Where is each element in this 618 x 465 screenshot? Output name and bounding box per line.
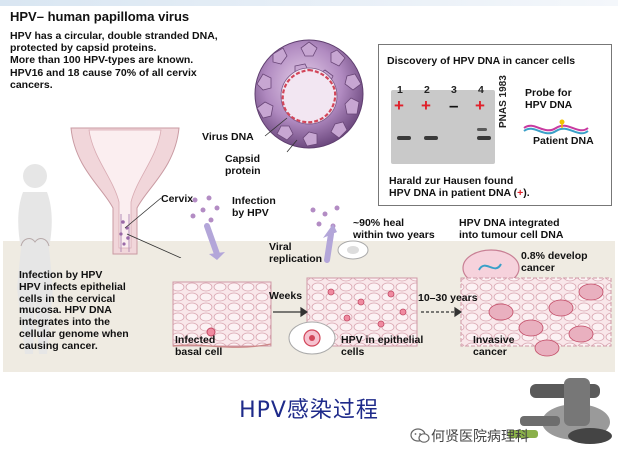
footer-plus: + (517, 187, 524, 199)
cervix-label: Cervix (161, 193, 194, 205)
lane-2-sign: + (421, 96, 431, 115)
lane-1-label: 1 (397, 84, 403, 96)
microscope-icon (508, 378, 612, 444)
virus-dna-label: Virus DNA (202, 131, 254, 143)
healed-cell-bubble (337, 240, 369, 260)
viral-replication-label: Viral replication (269, 241, 323, 265)
patient-dna-label: Patient DNA (533, 135, 594, 147)
probe-dna-icon (523, 119, 589, 135)
probe-label: Probe for HPV DNA (525, 87, 573, 111)
footer-text-pre: HPV DNA in patient DNA ( (389, 187, 518, 199)
virus-illustration (254, 39, 364, 153)
lane-1-sign: + (394, 96, 404, 115)
integrated-label: HPV DNA integrated into tumour cell DNA (459, 217, 564, 241)
discovery-panel (378, 44, 612, 206)
hpv-figure: HPV– human papilloma virus HPV has a cir… (3, 8, 615, 372)
hpv-particles-infection (190, 195, 225, 260)
lane-3-label: 3 (451, 84, 457, 96)
figure-title: HPV– human papilloma virus (10, 9, 190, 24)
heal-label: ~90% heal within two years (353, 217, 435, 241)
epithelial-label: HPV in epithelial cells (341, 334, 424, 358)
figure-intro-text: HPV has a circular, double stranded DNA,… (10, 30, 218, 91)
lane-4-label: 4 (478, 84, 484, 96)
capsid-protein-label: Capsid protein (225, 153, 261, 177)
gel-bands (397, 128, 491, 140)
brand-text: 何贤医院病理科 (431, 429, 529, 445)
weeks-label: Weeks (269, 290, 303, 302)
infected-basal-label: Infected basal cell (175, 334, 223, 358)
gel-image (391, 90, 495, 164)
lane-3-sign: – (449, 96, 459, 115)
develop-cancer-label: 0.8% develop cancer (521, 250, 588, 274)
years-label: 10–30 years (418, 292, 478, 304)
slide-top-bar (0, 0, 618, 6)
footer-text-post: ). (523, 187, 530, 199)
cervix-diagram (70, 127, 182, 258)
discovery-title: Discovery of HPV DNA in cancer cells (387, 55, 576, 67)
pnas-label: PNAS 1983 (498, 75, 509, 128)
discovery-footer-line2: HPV DNA in patient DNA (+). (389, 187, 530, 200)
infection-label: Infection by HPV (232, 195, 276, 219)
hpv-cell-bubble (288, 321, 336, 355)
discovery-footer-line1: Harald zur Hausen found (389, 175, 514, 187)
slide-caption: HPV感染过程 (239, 398, 379, 423)
lane-4-sign: + (475, 96, 485, 115)
wechat-icon (410, 428, 430, 443)
lane-2-label: 2 (424, 84, 430, 96)
infection-description: Infection by HPV HPV infects epithelial … (19, 269, 129, 352)
hpv-particles-replication (310, 205, 340, 263)
invasive-cancer-label: Invasive cancer (473, 334, 515, 358)
female-silhouette-icon (17, 164, 53, 354)
